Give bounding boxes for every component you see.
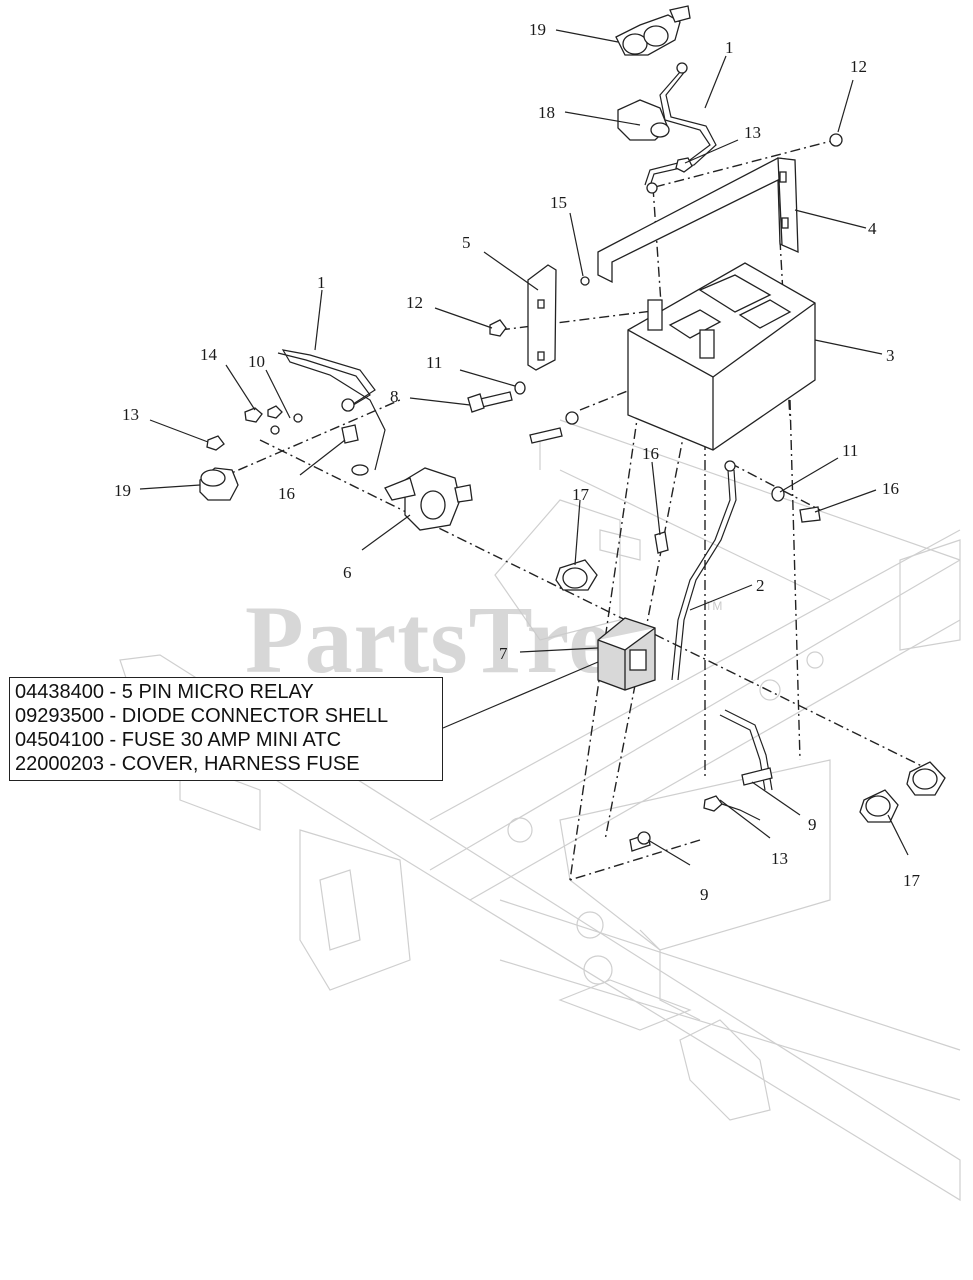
- callout-16-right: 16: [882, 479, 899, 498]
- frame-bolt: [529, 411, 579, 444]
- battery: [627, 262, 816, 451]
- stud-16-left: [341, 424, 359, 444]
- callouts: 19 1 12 18 13 4 15 5 12 3 1 14 10 11 8 1…: [114, 20, 921, 904]
- battery-cable-left: [277, 349, 386, 476]
- callout-6: 6: [343, 563, 352, 582]
- callout-12-right: 12: [850, 57, 867, 76]
- bolt-8: [467, 391, 513, 413]
- nut-14b: [267, 405, 283, 419]
- washer-15: [580, 276, 590, 286]
- cable-clip-17-left: [555, 559, 598, 591]
- battery-terminal-boot-18: [617, 99, 670, 141]
- callout-2: 2: [756, 576, 765, 595]
- callout-7: 7: [499, 644, 508, 663]
- nut-13-top: [675, 157, 693, 173]
- bolt-16-right: [799, 506, 821, 523]
- legend-line-relay: 04438400 - 5 PIN MICRO RELAY: [15, 681, 314, 703]
- mounting-bracket-5: [527, 264, 557, 371]
- bolt-16-mid: [654, 531, 669, 554]
- callout-5: 5: [462, 233, 471, 252]
- callout-19-left: 19: [114, 481, 131, 500]
- battery-cable-top: [644, 62, 717, 194]
- bolt-12-left: [489, 319, 507, 337]
- callout-11-right: 11: [842, 441, 858, 460]
- callout-17-right: 17: [903, 871, 921, 890]
- nut-13-left: [206, 435, 225, 451]
- callout-18: 18: [538, 103, 555, 122]
- callout-9-right: 9: [808, 815, 817, 834]
- callout-12-left: 12: [406, 293, 423, 312]
- callout-9-bottom: 9: [700, 885, 709, 904]
- watermark-text: PartsTree: [245, 586, 656, 693]
- callout-1-left: 1: [317, 273, 326, 292]
- washer-10b: [293, 413, 303, 423]
- washer-12-right: [829, 133, 843, 147]
- callout-13-top: 13: [744, 123, 761, 142]
- nut-13-bottom: [703, 795, 723, 812]
- washer-10a: [270, 425, 280, 435]
- bolt-9-right: [741, 767, 773, 786]
- ground-cable: [671, 460, 737, 681]
- callout-1-top: 1: [725, 38, 734, 57]
- legend-line-fuse-cover: 22000203 - COVER, HARNESS FUSE: [15, 753, 360, 775]
- callout-19-top: 19: [529, 20, 546, 39]
- callout-13-left: 13: [122, 405, 139, 424]
- cable-clip-17-right: [859, 761, 946, 823]
- battery-hold-down-bracket: [597, 157, 799, 284]
- callout-8: 8: [390, 387, 399, 406]
- leader-lines: [139, 29, 909, 866]
- parts-legend: 04438400 - 5 PIN MICRO RELAY 09293500 - …: [9, 677, 443, 781]
- bolt-9-bottom: [629, 831, 651, 852]
- callout-10: 10: [248, 352, 265, 371]
- callout-17-left: 17: [572, 485, 590, 504]
- callout-13-bottom: 13: [771, 849, 788, 868]
- callout-14: 14: [200, 345, 218, 364]
- micro-relay: [597, 617, 656, 691]
- callout-15: 15: [550, 193, 567, 212]
- callout-16-mid: 16: [642, 444, 659, 463]
- battery-terminal-boot-top: [615, 5, 691, 56]
- washer-11-right: [771, 486, 785, 502]
- callout-3: 3: [886, 346, 895, 365]
- callout-11-left: 11: [426, 353, 442, 372]
- mower-frame: [119, 419, 961, 1202]
- callout-4: 4: [868, 219, 877, 238]
- battery-terminal-boot-left: [199, 467, 239, 501]
- legend-line-diode-shell: 09293500 - DIODE CONNECTOR SHELL: [15, 705, 389, 727]
- nut-14: [244, 407, 263, 423]
- starter-solenoid: [384, 467, 473, 531]
- legend-line-fuse: 04504100 - FUSE 30 AMP MINI ATC: [15, 729, 342, 751]
- washer-11-left: [514, 381, 526, 395]
- callout-16-left: 16: [278, 484, 295, 503]
